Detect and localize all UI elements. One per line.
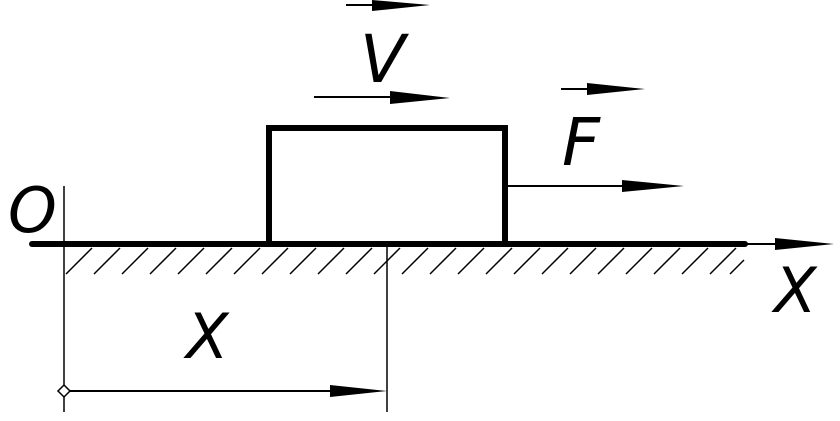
force-arrowhead <box>622 180 684 192</box>
origin-label: O <box>8 174 57 247</box>
axis-label: X <box>771 254 818 327</box>
force-vector-bar-arrowhead <box>587 83 645 95</box>
velocity-label: V <box>360 21 409 98</box>
velocity-arrowhead <box>390 91 450 104</box>
distance-start-marker <box>56 383 72 399</box>
force-label: F <box>562 104 601 181</box>
distance-label: X <box>183 300 230 373</box>
distance-arrowhead <box>330 385 387 397</box>
ground-hatching <box>65 247 745 275</box>
velocity-vector-bar-arrowhead <box>372 0 430 11</box>
x-axis-arrowhead <box>775 238 834 250</box>
sliding-block <box>266 125 508 247</box>
